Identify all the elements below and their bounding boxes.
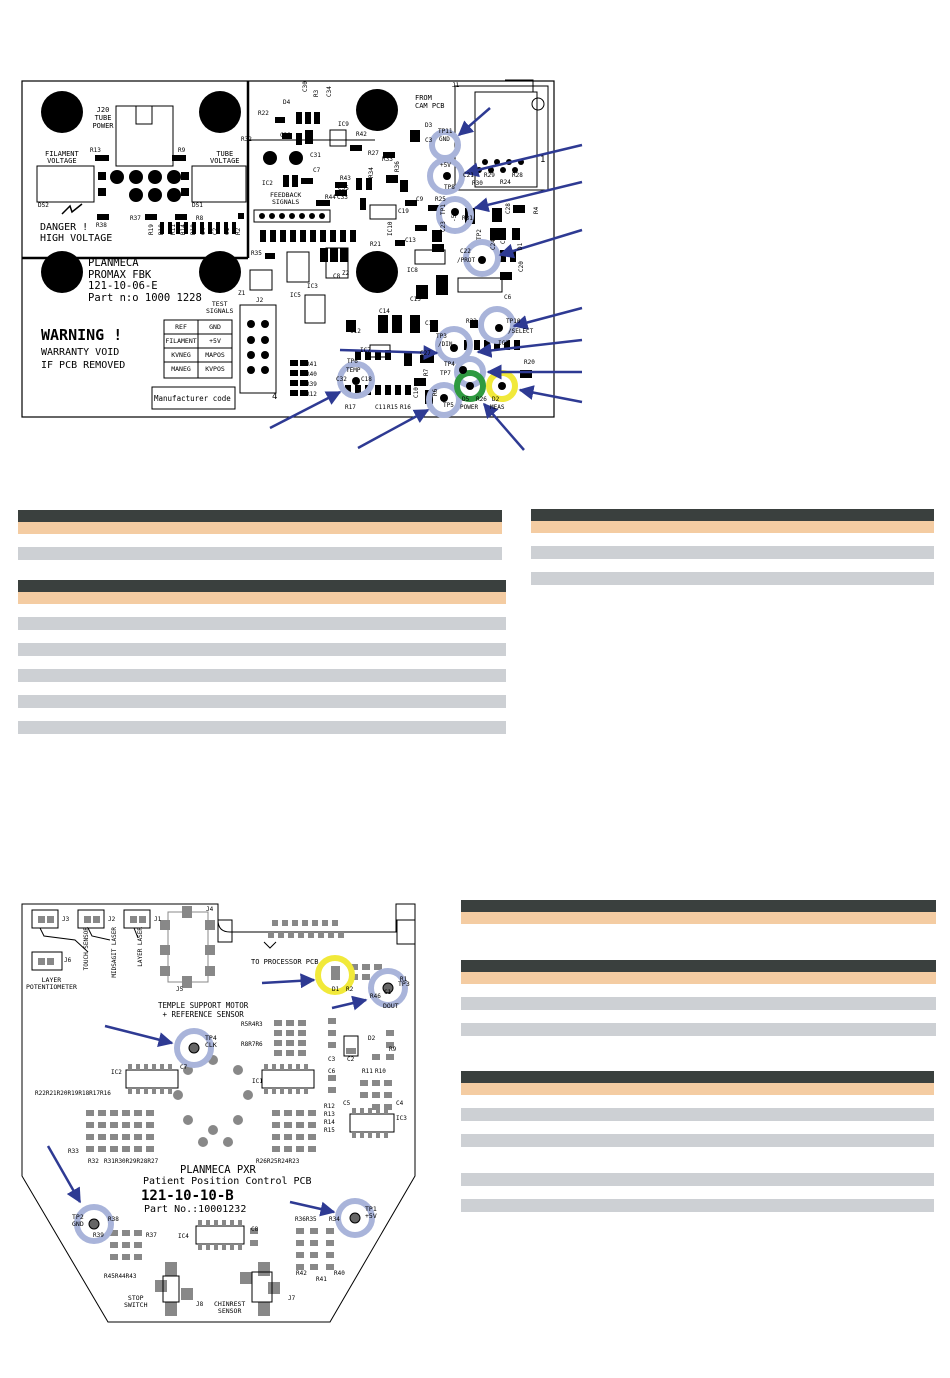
mounting-hole: [41, 251, 83, 293]
arrow-tp2: [498, 228, 583, 259]
arrow-tp3: [339, 345, 439, 361]
j20-label: J20 TUBE POWER: [92, 106, 114, 130]
arrow-tp1: [473, 180, 583, 213]
arrow-tp8: [463, 143, 583, 178]
mounting-hole: [199, 251, 241, 293]
power-led-ring: [454, 370, 486, 402]
pcb2-part: Part No.:10001232: [144, 1204, 247, 1215]
dout-label: DOUT: [383, 1002, 399, 1010]
arrow-d2: [518, 385, 583, 404]
table-row: [18, 695, 506, 708]
table-row: [461, 1199, 934, 1212]
table-subheader: [461, 972, 936, 984]
midsagit-laser-label: MIDSAGIT LASER: [111, 927, 118, 978]
table-bottom-c: [461, 1071, 934, 1212]
table-bottom-b: [461, 960, 936, 1036]
table-top-left-a: [18, 510, 502, 560]
table-subheader: [461, 912, 936, 924]
table-row: [18, 669, 506, 682]
arrow-tp10: [512, 306, 583, 330]
table-header: [18, 580, 506, 592]
table-row: [18, 721, 506, 734]
table-row: [531, 546, 934, 559]
table-bottom-a: [461, 900, 936, 924]
table-top-left-b: [18, 580, 506, 734]
arrow-tp6: [269, 390, 342, 430]
table-row: [461, 1108, 934, 1121]
layer-laser-label: LAYER LASER: [137, 927, 144, 967]
warning-title: WARNING !: [41, 326, 123, 344]
table-subheader: [461, 1083, 934, 1095]
table-subheader: [531, 521, 934, 533]
table-subheader: [18, 522, 502, 534]
mounting-hole: [356, 89, 398, 131]
table-row: [18, 547, 502, 560]
pcb2-title: Patient Position Control PCB: [143, 1176, 312, 1187]
tp1-label: TP1+5V: [365, 1205, 377, 1220]
mounting-hole: [41, 91, 83, 133]
arrow-tp4: [104, 1024, 174, 1047]
table-row: [531, 572, 934, 585]
table-row: [461, 1023, 936, 1036]
mounting-hole: [356, 251, 398, 293]
table-header: [461, 900, 936, 912]
arrow-tp2: [46, 1145, 82, 1204]
danger-label: DANGER !HIGH VOLTAGE: [40, 222, 113, 244]
table-row: [461, 997, 936, 1010]
table-header: [461, 1071, 934, 1083]
pcb1-diagram: [21, 79, 583, 451]
arrow-tp5: [357, 408, 430, 450]
temple-motor-label: TEMPLE SUPPORT MOTOR+ REFERENCE SENSOR: [158, 1001, 249, 1019]
arrow-tp11: [457, 107, 491, 136]
pcb2-code: 121-10-10-B: [141, 1188, 234, 1204]
pcb1-identity: PLANMECA PROMAX FBK 121-10-06-E Part n:o…: [88, 257, 202, 304]
arrow-tp1: [289, 1200, 336, 1217]
arrow-tp3: [331, 995, 368, 1011]
table-subheader: [18, 592, 506, 604]
pcb2-brand: PLANMECA PXR: [180, 1164, 256, 1176]
table-header: [461, 960, 936, 972]
arrow-d1: [261, 973, 316, 989]
table-row: [18, 617, 506, 630]
arrow-tp4: [476, 338, 583, 358]
table-row: [461, 1173, 934, 1186]
table-header: [531, 509, 934, 521]
arrow-d5: [483, 402, 525, 451]
to-processor-label: TO PROCESSOR PCB: [251, 958, 319, 966]
tp3-label: TP3: [398, 980, 410, 988]
mounting-hole: [199, 91, 241, 133]
table-header: [18, 510, 502, 522]
manufacturer-code-label: Manufacturer code: [154, 394, 231, 403]
table-row: [18, 643, 506, 656]
d1-led-ring: [315, 955, 355, 995]
pcb2-diagram: [21, 903, 416, 1323]
table-row: [461, 1134, 934, 1147]
touch-sensor-label: TOUCH SENSOR: [83, 927, 90, 971]
table-top-right: [531, 509, 934, 585]
